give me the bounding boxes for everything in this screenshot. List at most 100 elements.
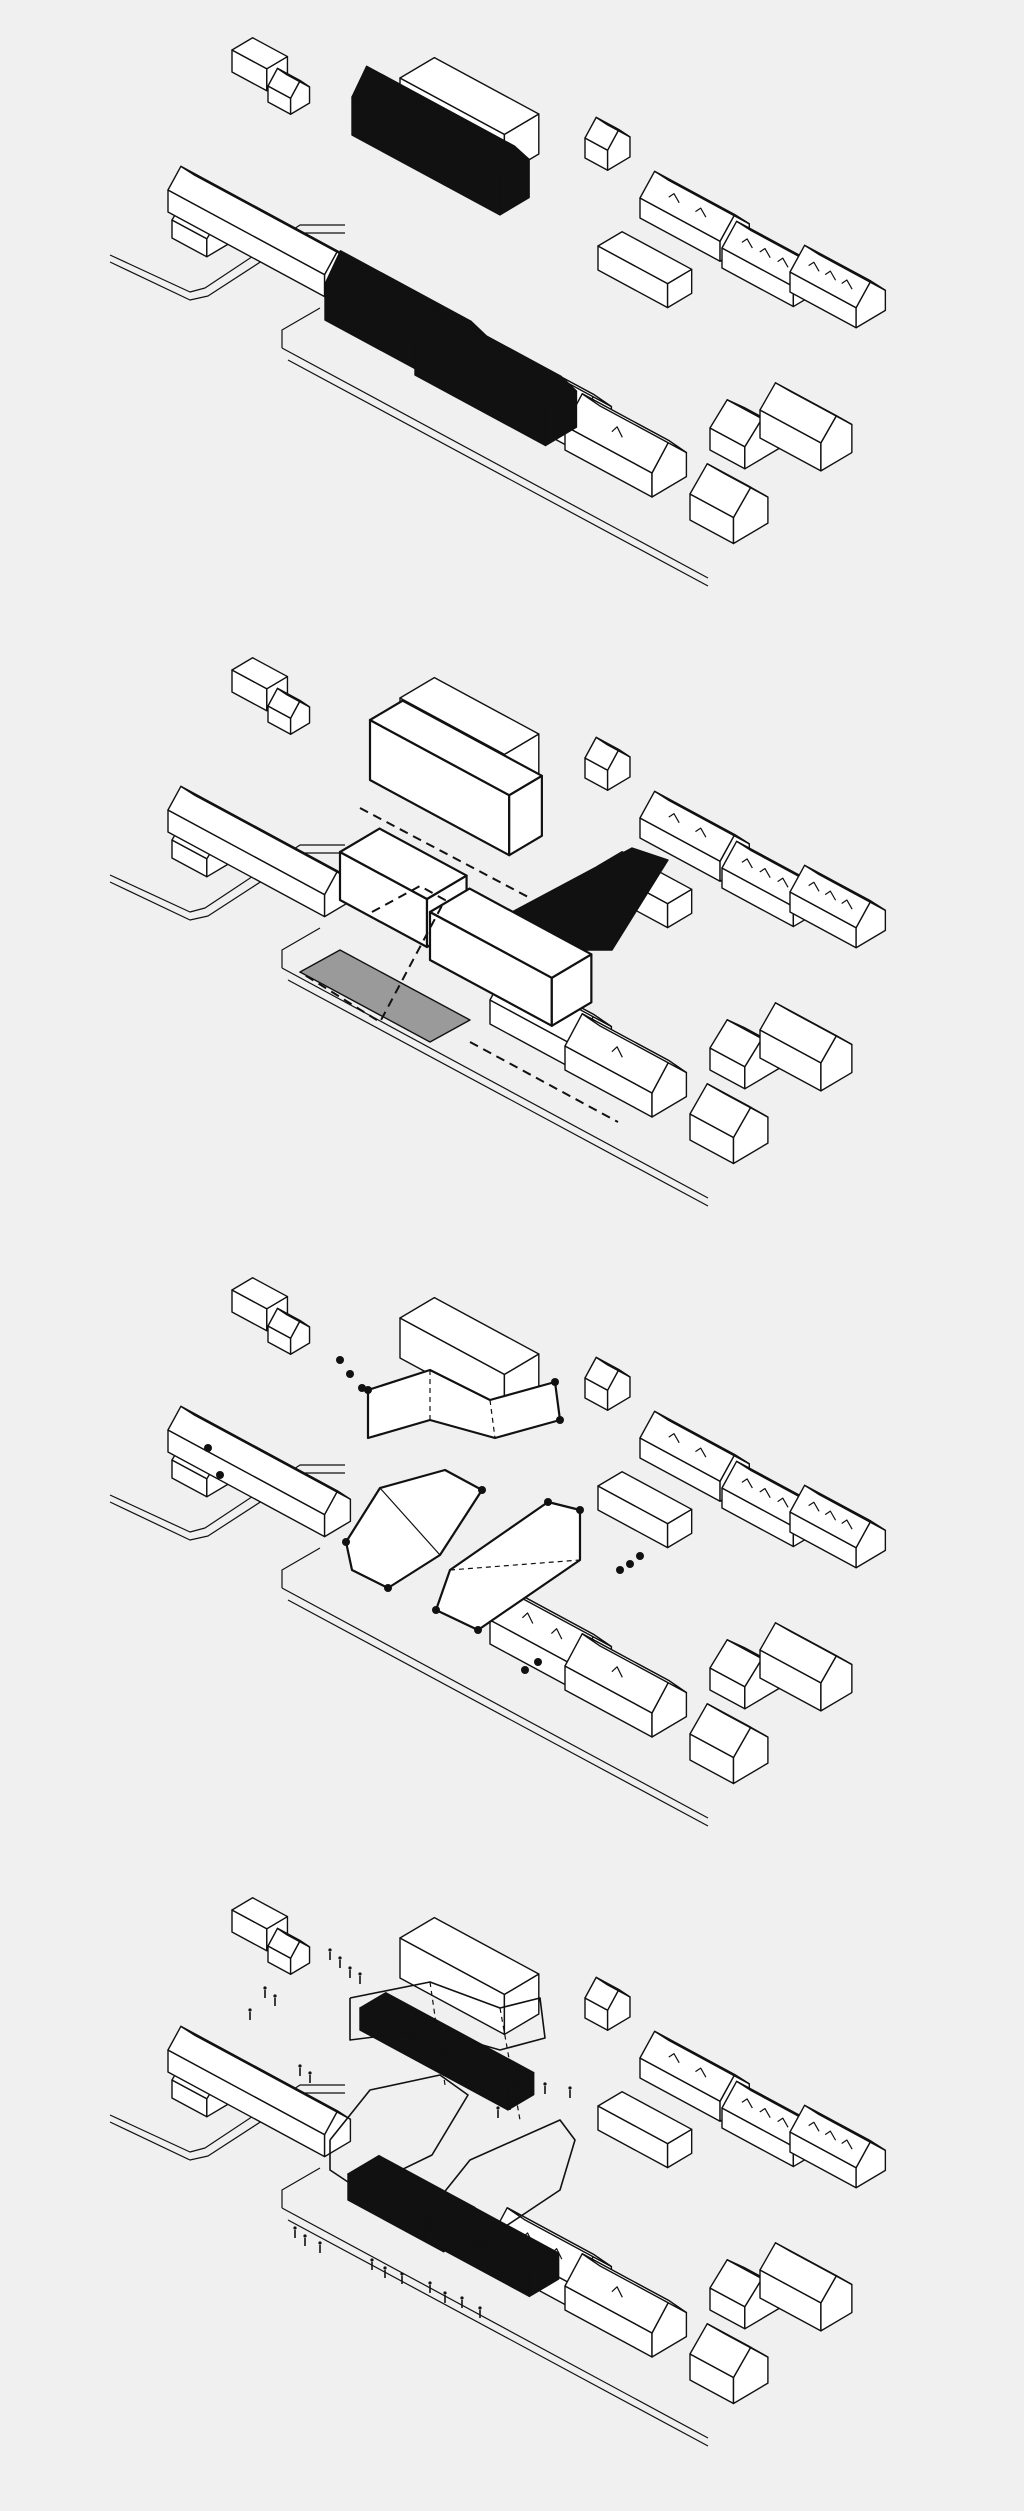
p1-top-building-top (399, 56, 540, 136)
p2-path-shadow-band (299, 949, 471, 1043)
p1-black-volume-top-roof-back (365, 65, 530, 161)
p4-street-curve-a (109, 2084, 345, 2153)
panel-2-drawing (109, 657, 887, 1207)
p4-center-row-a-roof-back (506, 2207, 613, 2268)
p4-site-front-edge (281, 2207, 709, 2439)
p4-person-head (308, 2071, 312, 2075)
p1-right-row-c-dormer (808, 261, 820, 272)
p4-person-head (528, 2076, 532, 2080)
p4-cluster-b-roof-back (774, 2242, 853, 2286)
p3-connection-dot (626, 1560, 634, 1568)
p4-center-row-b-dormer (611, 2286, 623, 2298)
p3-connection-dot (636, 1552, 644, 1560)
p2-right-row-b-dormer (759, 867, 771, 878)
p2-center-row-b-roof-back (581, 1013, 688, 1074)
p1-site-front-edge (281, 347, 709, 579)
p4-person-head (383, 2266, 387, 2270)
p4-street-curve-b (109, 2092, 345, 2161)
p1-right-row-a-dormer (695, 207, 707, 218)
p2-site-front-edge (281, 967, 709, 1199)
p2-dashed-path-top (359, 807, 531, 899)
p3-connection-dot (474, 1626, 482, 1634)
p2-right-row-a-dormer (668, 813, 680, 824)
p4-person-head (478, 2306, 482, 2310)
p3-connection-dot (384, 1584, 392, 1592)
p1-street-line (287, 359, 709, 587)
p2-dashed-path-l (299, 885, 446, 1023)
p3-right-row-c-roof-back (803, 1484, 887, 1532)
p4-person-head (508, 2098, 512, 2102)
p2-right-row-a-roof-back (653, 790, 750, 845)
p3-connection-dot (204, 1444, 212, 1452)
panel-new-massing (0, 650, 1024, 1270)
p3-connection-dot (336, 1356, 344, 1364)
p3-small-house-b-roof-back (276, 1307, 311, 1328)
p3-connection-dot (544, 1498, 552, 1506)
p3-cluster-c-roof-back (706, 1703, 769, 1738)
p3-connection-dot (551, 1378, 559, 1386)
p4-person-head (443, 2291, 447, 2295)
p1-right-block-top (597, 231, 693, 285)
p4-small-house-a-top (231, 1897, 289, 1930)
p2-pavilion-roof-back (595, 736, 631, 758)
p2-right-row-a-dormer (695, 827, 707, 838)
p4-right-row-b-dormer (741, 2098, 753, 2109)
p4-person-head (248, 2008, 252, 2012)
p4-person-head (293, 2226, 297, 2230)
p3-facet-top-ridge-b (489, 1399, 496, 1439)
p1-street-curve-a (109, 224, 345, 293)
p1-right-row-c-dormer (824, 270, 837, 281)
p3-right-row-c-dormer (808, 1501, 820, 1512)
p3-facet-right-ridge (449, 1559, 581, 1571)
p2-cluster-b-roof-back (774, 1002, 853, 1046)
p4-site-edge (281, 2167, 321, 2208)
p4-person-head (273, 1994, 277, 1998)
p1-right-row-a-dormer (668, 193, 680, 204)
p3-right-row-a-roof-back (653, 1410, 750, 1465)
p4-person-head (303, 2234, 307, 2238)
p4-pavilion-roof-back (595, 1976, 631, 1998)
p4-wire-roof-right (421, 2119, 576, 2251)
p3-pavilion-roof-back (595, 1356, 631, 1378)
p1-right-row-a-roof-back (653, 170, 750, 225)
panel-4-drawing (109, 1897, 887, 2447)
p4-right-row-a-dormer (695, 2067, 707, 2078)
p2-street-line (287, 979, 709, 1207)
p4-left-long-house-roof-back (180, 2025, 352, 2121)
panel-1-drawing (109, 37, 887, 587)
p4-person-head (460, 2296, 464, 2300)
p4-right-block-top (597, 2091, 693, 2145)
p3-connection-dot (616, 1566, 624, 1574)
p2-mass-top-top (368, 699, 543, 797)
p1-center-row-b-dormer (611, 426, 623, 438)
p4-person-head (298, 2064, 302, 2068)
p4-wire-roof-left (329, 2074, 469, 2191)
p1-right-row-c-roof-back (803, 244, 887, 292)
p4-wire-roof-top (349, 1981, 546, 2051)
p4-center-row-b-roof-back (581, 2253, 688, 2314)
p4-black-base-front-top (424, 2195, 560, 2272)
panel-faceted-roofs (0, 1270, 1024, 1890)
p3-right-row-b-dormer (741, 1478, 753, 1489)
p4-person-head (318, 2241, 322, 2245)
p3-right-row-c-dormer (824, 1510, 837, 1521)
p1-cluster-b-roof-back (774, 382, 853, 426)
p2-street-curve-b (109, 852, 345, 921)
p4-right-row-b-dormer (777, 2117, 789, 2128)
p1-street-curve-b (109, 232, 345, 301)
p3-small-house-a-top (231, 1277, 289, 1310)
p1-right-row-b-dormer (759, 247, 771, 258)
p4-person-head (543, 2082, 547, 2086)
p4-person-head (496, 2106, 500, 2110)
p4-person-head (428, 2281, 432, 2285)
p4-wire-support-b (499, 2007, 521, 2121)
p3-connection-dot (346, 1370, 354, 1378)
p4-right-row-c-roof-back (803, 2104, 887, 2152)
p3-right-row-b-dormer (759, 1487, 771, 1498)
p4-right-row-c-dormer (808, 2121, 820, 2132)
p4-person-head (263, 1986, 267, 1990)
p3-center-row-b-dormer (611, 1666, 623, 1678)
p3-right-row-b-dormer (777, 1497, 789, 1508)
p3-street-curve-a (109, 1464, 345, 1533)
